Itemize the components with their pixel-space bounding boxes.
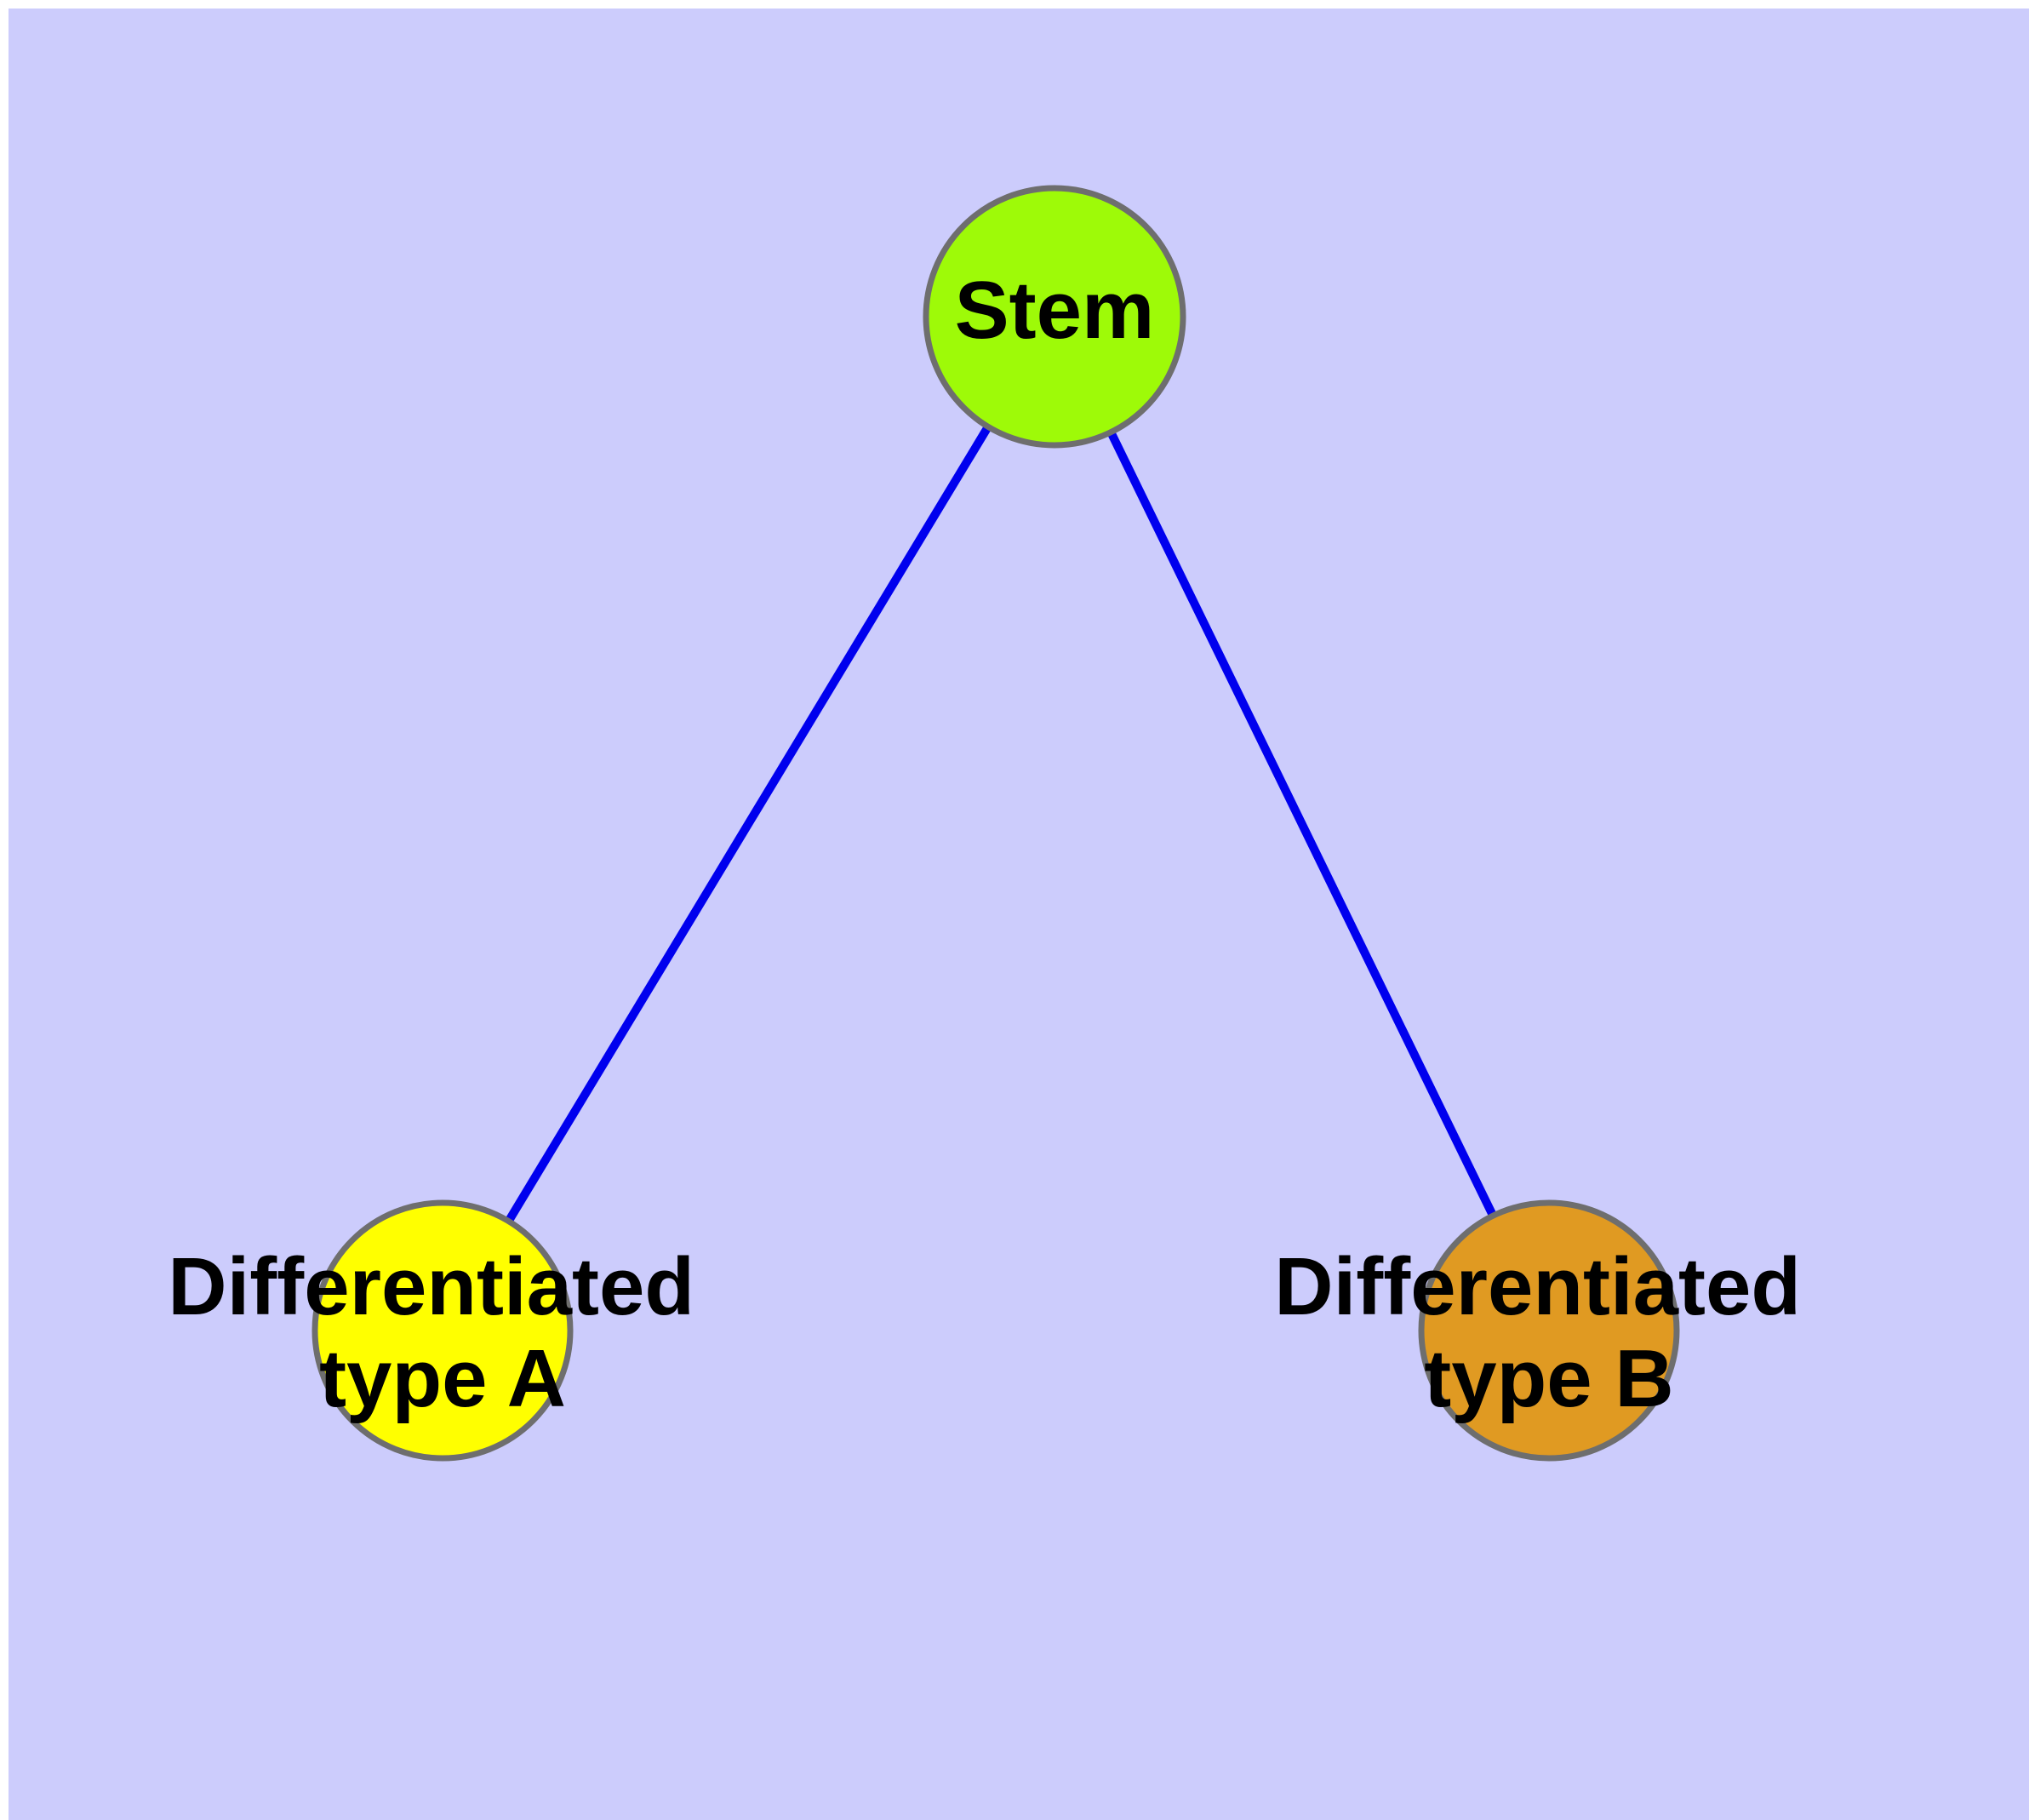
node-differentiated-type-a-label: Differentiated type A — [168, 1241, 717, 1424]
node-differentiated-type-b-label: Differentiated type B — [1274, 1241, 1823, 1424]
node-differentiated-type-b-label-line-1: type B — [1424, 1333, 1673, 1424]
node-stem[interactable]: Stem — [923, 185, 1186, 449]
edge-layer — [506, 425, 1497, 1222]
edge-stem-to-differentiated-type-a[interactable] — [506, 425, 992, 1222]
node-differentiated-type-a[interactable] — [311, 1199, 574, 1462]
node-stem-circle[interactable] — [923, 185, 1186, 449]
edge-stem-to-differentiated-type-b[interactable] — [1107, 431, 1497, 1217]
node-differentiated-type-b-circle[interactable] — [1418, 1199, 1680, 1462]
node-differentiated-type-b[interactable] — [1418, 1199, 1680, 1462]
node-stem-label-line-0: Stem — [955, 265, 1155, 356]
node-differentiated-type-a-circle[interactable] — [311, 1199, 574, 1462]
node-layer: Stem — [311, 185, 1680, 1462]
node-differentiated-type-a-label-line-1: type A — [319, 1333, 566, 1424]
node-stem-label: Stem — [955, 265, 1155, 356]
node-differentiated-type-b-label-line-0: Differentiated — [1274, 1241, 1801, 1332]
node-label-layer: Differentiated type A Differentiated typ… — [168, 1241, 1823, 1424]
node-differentiated-type-a-label-line-0: Differentiated — [168, 1241, 694, 1332]
